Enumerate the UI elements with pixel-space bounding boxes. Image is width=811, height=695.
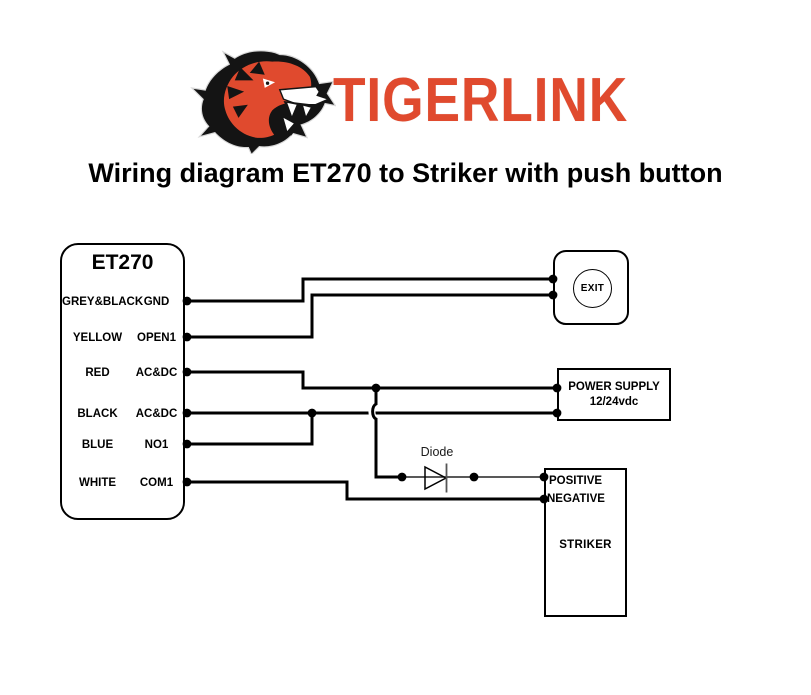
wire-white-com1-to-striker-negative bbox=[187, 480, 543, 501]
wire-open1-to-exit bbox=[187, 293, 553, 339]
junction-dots bbox=[307, 383, 381, 418]
striker-name: STRIKER bbox=[559, 539, 612, 551]
power-supply-box: POWER SUPPLY 12/24vdc bbox=[557, 368, 671, 421]
page-title: Wiring diagram ET270 to Striker with pus… bbox=[88, 158, 723, 188]
wire-red-acdc-to-power-supply bbox=[187, 370, 556, 390]
terminal-label: AC&DC bbox=[135, 367, 178, 379]
et270-box-title: ET270 bbox=[91, 251, 154, 274]
diode-label: Diode bbox=[420, 445, 454, 459]
wire-branch-to-diode bbox=[368, 388, 401, 479]
terminal-row-gnd: GREY&BLACK GND bbox=[62, 296, 183, 308]
wire-gnd-to-exit bbox=[187, 277, 553, 303]
power-supply-name: POWER SUPPLY bbox=[568, 380, 660, 393]
wire-blue-no1-junction bbox=[187, 411, 314, 446]
et270-box: ET270 GREY&BLACK GND YELLOW OPEN1 RED AC… bbox=[60, 243, 185, 520]
power-supply-voltage: 12/24vdc bbox=[589, 395, 639, 408]
terminal-label: COM1 bbox=[139, 477, 174, 489]
terminal-row-acdc-red: RED AC&DC bbox=[62, 367, 183, 379]
diode-symbol bbox=[424, 463, 448, 493]
terminal-row-open1: YELLOW OPEN1 bbox=[62, 332, 183, 344]
exit-button-face: EXIT bbox=[573, 269, 612, 308]
wire-color-label: BLUE bbox=[81, 439, 114, 451]
terminal-label: AC&DC bbox=[135, 408, 178, 420]
wire-color-label: RED bbox=[85, 367, 110, 379]
terminal-dots bbox=[182, 274, 562, 504]
terminal-label: OPEN1 bbox=[137, 332, 176, 344]
wire-color-label: GREY&BLACK bbox=[62, 296, 144, 308]
wire-color-label: WHITE bbox=[78, 477, 117, 489]
terminal-row-com1: WHITE COM1 bbox=[62, 477, 183, 489]
striker-box: POSITIVE NEGATIVE STRIKER bbox=[544, 468, 627, 617]
brand-name: TIGERLINK bbox=[333, 66, 629, 135]
exit-push-button-box: EXIT bbox=[553, 250, 629, 325]
terminal-row-no1: BLUE NO1 bbox=[62, 439, 183, 451]
terminal-label: NO1 bbox=[144, 439, 169, 451]
terminal-label: GND bbox=[143, 296, 170, 308]
striker-positive-label: POSITIVE bbox=[549, 475, 603, 487]
wire-color-label: BLACK bbox=[77, 408, 118, 420]
tiger-head-icon bbox=[190, 50, 336, 154]
terminal-row-acdc-black: BLACK AC&DC bbox=[62, 408, 183, 420]
wire-color-label: YELLOW bbox=[72, 332, 123, 344]
striker-negative-label: NEGATIVE bbox=[547, 493, 605, 505]
